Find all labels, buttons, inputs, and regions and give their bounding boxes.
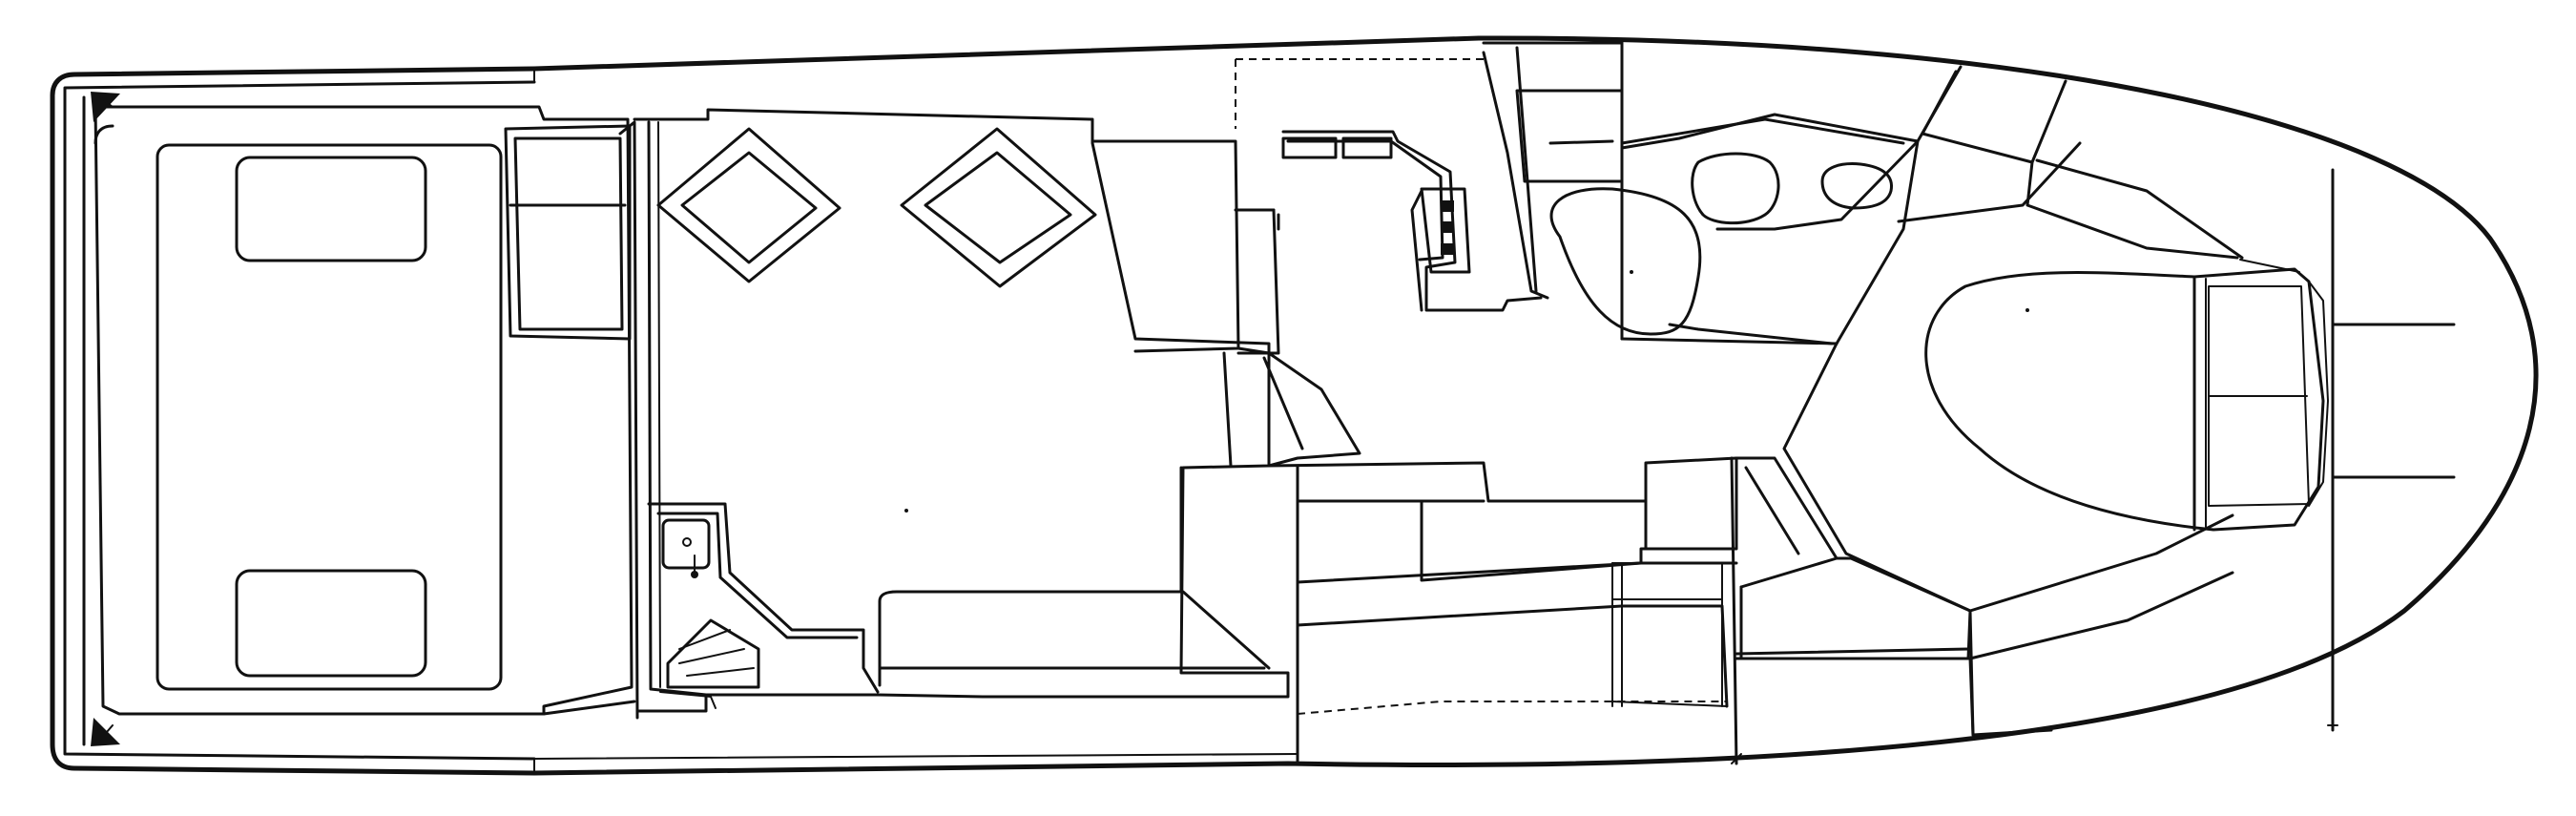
forward-stateroom [1782,65,2329,737]
detail-lines [533,270,2029,764]
head-toilet [1691,152,1780,225]
wet-bar [647,502,880,694]
v-berth [1924,267,2325,532]
settee [878,466,1271,687]
anchor-locker [2327,168,2456,732]
corner-cleat-port [91,92,120,122]
cockpit-deck [156,143,503,691]
berth-pillow [2208,285,2310,507]
head-sink [1820,162,1894,210]
salon-chair-1 [656,127,841,283]
corner-cleat-starboard [91,718,120,746]
galley-stove [1420,187,1471,274]
stall-shower [1549,187,1702,336]
galley-sink [1281,136,1393,159]
stern-cushion-port [235,156,427,262]
stern-cushion-starboard [235,569,427,678]
dinette [1267,456,1972,765]
salon-chair-2 [900,127,1097,288]
head [1482,41,1920,345]
aft-seat [504,120,639,720]
bar-sink [661,518,711,570]
companionway-steps [666,618,760,689]
helm [1091,139,1361,468]
hull-outline [50,35,2539,776]
galley [1234,46,1614,312]
salon [633,108,1290,713]
cockpit [91,92,634,746]
